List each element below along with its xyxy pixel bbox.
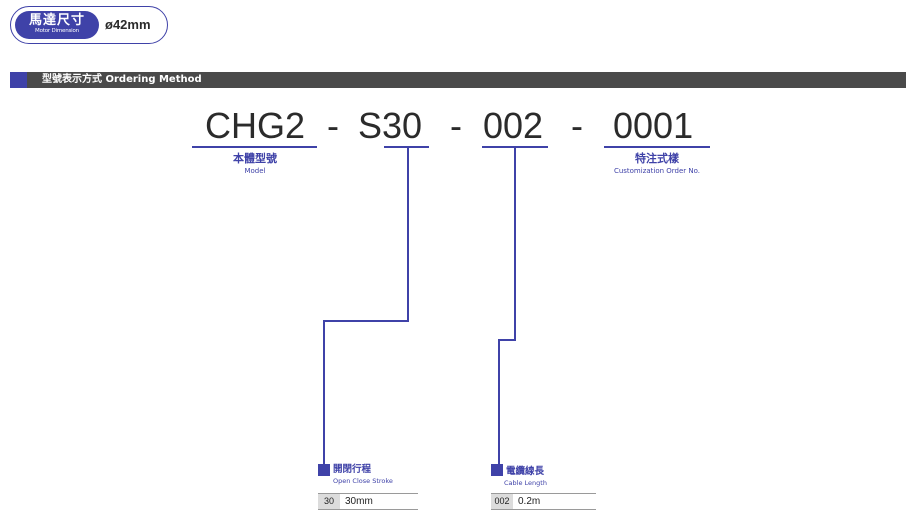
cable-leader-vertical-bottom: [498, 339, 500, 466]
model-caption-en: Model: [244, 167, 266, 175]
badge-subtitle: Motor Dimension: [35, 28, 79, 34]
cable-option-value: 0.2m: [518, 496, 541, 507]
model-code-separator-1: -: [327, 105, 339, 146]
section-marker: [10, 72, 27, 88]
cable-option-row: 002 0.2m: [491, 493, 596, 510]
model-code-part-1: CHG2: [205, 105, 306, 146]
cable-marker: [491, 464, 503, 476]
cable-underline: [482, 146, 548, 148]
model-underline: [192, 146, 317, 148]
cable-title-en: Cable Length: [504, 479, 547, 487]
stroke-leader-horizontal: [323, 320, 409, 322]
model-code-part-4: 0001: [613, 105, 694, 146]
badge-value: ø42mm: [105, 17, 151, 32]
cable-option-code: 002: [491, 494, 513, 509]
stroke-underline: [384, 146, 429, 148]
badge-label-pill: 馬達尺寸 Motor Dimension: [15, 11, 99, 39]
badge-title: 馬達尺寸: [28, 13, 85, 28]
stroke-option-value: 30mm: [345, 496, 373, 507]
custom-caption-zh: 特注式樣: [635, 152, 679, 165]
stroke-option-code: 30: [318, 494, 340, 509]
stroke-marker: [318, 464, 330, 476]
model-code-part-2: S30: [358, 105, 423, 146]
stroke-option-row: 30 30mm: [318, 493, 418, 510]
model-code-part-3: 002: [483, 105, 544, 146]
custom-caption-en: Customization Order No.: [613, 167, 701, 175]
section-header: 型號表示方式 Ordering Method: [10, 72, 906, 88]
stroke-leader-vertical-top: [407, 147, 409, 321]
model-code-separator-2: -: [450, 105, 462, 146]
custom-underline: [604, 146, 710, 148]
cable-leader-vertical-top: [514, 147, 516, 340]
model-code-separator-3: -: [571, 105, 583, 146]
stroke-title-zh: 開閉行程: [333, 464, 372, 475]
stroke-leader-vertical-bottom: [323, 320, 325, 466]
motor-dimension-badge: 馬達尺寸 Motor Dimension ø42mm: [10, 6, 168, 44]
cable-title-zh: 電纜線長: [506, 466, 545, 477]
stroke-title-en: Open Close Stroke: [333, 477, 393, 485]
section-title: 型號表示方式 Ordering Method: [42, 74, 202, 85]
model-caption-zh: 本體型號: [233, 152, 277, 165]
cable-leader-horizontal: [498, 339, 516, 341]
